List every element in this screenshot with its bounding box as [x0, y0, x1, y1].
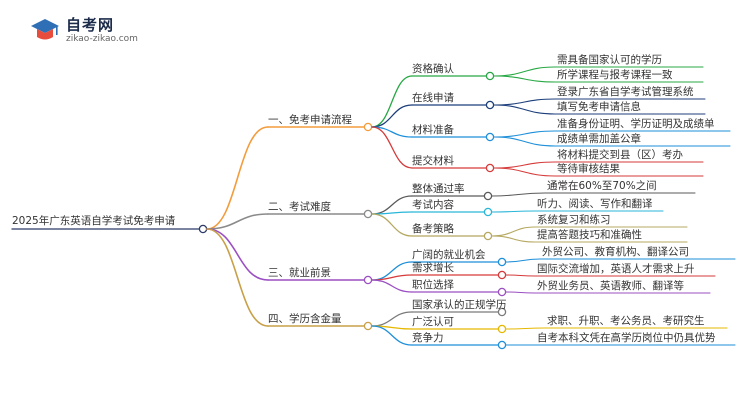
node-handle[interactable] — [198, 224, 208, 234]
node-handle[interactable] — [497, 307, 507, 317]
connector-line — [493, 136, 556, 147]
connector-line — [371, 75, 413, 128]
topic-node[interactable]: 需求增长 — [412, 262, 454, 274]
node-handle[interactable] — [497, 340, 507, 350]
connector-line — [371, 311, 413, 327]
branch-node[interactable]: 二、考试难度 — [268, 201, 331, 213]
leaf-node[interactable]: 准备身份证明、学历证明及成绩单 — [557, 118, 715, 130]
connector-line — [491, 192, 546, 197]
node-handle[interactable] — [483, 191, 493, 201]
leaf-node[interactable]: 填写免考申请信息 — [557, 101, 641, 113]
leaf-node[interactable]: 国际交流增加，英语人才需求上升 — [537, 263, 695, 275]
branch-node[interactable]: 三、就业前景 — [268, 267, 331, 279]
leaf-node[interactable]: 通常在60%至70%之间 — [547, 180, 657, 192]
topic-node[interactable]: 材料准备 — [412, 124, 454, 136]
connector-line — [371, 213, 413, 237]
topic-node[interactable]: 广阔的就业机会 — [412, 249, 486, 261]
connector-line — [493, 104, 556, 115]
leaf-node[interactable]: 提高答题技巧和准确性 — [537, 229, 642, 241]
connector-line — [493, 66, 556, 77]
connector-line — [493, 130, 556, 138]
site-url: zikao-zikao.com — [66, 34, 138, 44]
topic-node[interactable]: 国家承认的正规学历 — [412, 299, 507, 311]
node-handle[interactable] — [363, 122, 373, 132]
connector-line — [505, 291, 536, 294]
leaf-node[interactable]: 系统复习和练习 — [537, 214, 611, 226]
connector-line — [206, 126, 269, 230]
branch-node[interactable]: 四、学历含金量 — [268, 313, 342, 325]
leaf-node[interactable]: 求职、升职、考公务员、考研究生 — [547, 315, 705, 327]
node-handle[interactable] — [485, 163, 495, 173]
connector-line — [206, 228, 269, 327]
connector-line — [505, 258, 541, 263]
connector-line — [505, 274, 536, 277]
topic-node[interactable]: 在线申请 — [412, 92, 454, 104]
connector-line — [491, 235, 536, 243]
leaf-node[interactable]: 登录广东省自学考试管理系统 — [557, 86, 694, 98]
node-handle[interactable] — [363, 321, 373, 331]
topic-node[interactable]: 资格确认 — [412, 63, 454, 75]
leaf-node[interactable]: 所学课程与报考课程一致 — [557, 69, 673, 81]
connector-line — [371, 279, 413, 293]
node-handle[interactable] — [497, 287, 507, 297]
node-handle[interactable] — [483, 231, 493, 241]
node-handle[interactable] — [485, 100, 495, 110]
graduation-cap-icon — [31, 19, 59, 40]
site-logo[interactable]: 自考网 zikao-zikao.com — [30, 12, 160, 50]
connector-line — [206, 213, 269, 230]
node-handle[interactable] — [497, 257, 507, 267]
node-handle[interactable] — [497, 270, 507, 280]
leaf-node[interactable]: 需具备国家认可的学历 — [557, 54, 662, 66]
connector-line — [493, 75, 556, 83]
connector-line — [493, 161, 556, 169]
topic-node[interactable]: 提交材料 — [412, 155, 454, 167]
connector-line — [371, 325, 413, 346]
connector-line — [371, 195, 413, 215]
node-handle[interactable] — [497, 324, 507, 334]
leaf-node[interactable]: 自考本科文凭在高学历岗位中仍具优势 — [537, 332, 716, 344]
leaf-node[interactable]: 外贸业务员、英语教师、翻译等 — [537, 280, 684, 292]
node-handle[interactable] — [363, 209, 373, 219]
connector-line — [505, 327, 546, 330]
topic-node[interactable]: 竞争力 — [412, 332, 444, 344]
connector-line — [206, 228, 269, 281]
node-handle[interactable] — [483, 207, 493, 217]
leaf-node[interactable]: 等待审核结果 — [557, 163, 620, 175]
leaf-node[interactable]: 听力、阅读、写作和翻译 — [537, 198, 653, 210]
node-handle[interactable] — [485, 132, 495, 142]
node-handle[interactable] — [363, 275, 373, 285]
connector-line — [491, 226, 536, 237]
site-name: 自考网 — [66, 16, 115, 34]
connector-line — [371, 104, 413, 128]
topic-node[interactable]: 考试内容 — [412, 199, 454, 211]
connector-line — [371, 274, 413, 281]
connector-line — [493, 98, 556, 106]
connector-line — [491, 210, 536, 213]
topic-node[interactable]: 广泛认可 — [412, 316, 454, 328]
topic-node[interactable]: 备考策略 — [412, 223, 454, 235]
leaf-node[interactable]: 将材料提交到县（区）考办 — [557, 149, 683, 161]
leaf-node[interactable]: 成绩单需加盖公章 — [557, 133, 641, 145]
node-handle[interactable] — [485, 71, 495, 81]
connector-line — [371, 126, 413, 169]
root-node[interactable]: 2025年广东英语自学考试免考申请 — [12, 215, 176, 227]
topic-node[interactable]: 职位选择 — [412, 279, 454, 291]
branch-node[interactable]: 一、免考申请流程 — [268, 114, 352, 126]
connector-line — [493, 167, 556, 177]
leaf-node[interactable]: 外贸公司、教育机构、翻译公司 — [542, 246, 689, 258]
topic-node[interactable]: 整体通过率 — [412, 183, 465, 195]
